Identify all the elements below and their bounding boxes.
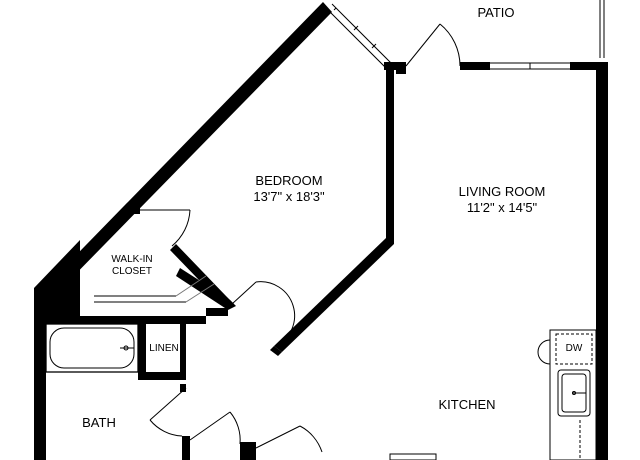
- closet-door[interactable]: [140, 209, 191, 247]
- hall-door-left[interactable]: [189, 411, 241, 445]
- living-room-window: [490, 62, 570, 70]
- bedroom-size: 13'7" x 18'3": [253, 189, 325, 204]
- exterior-wall-east: [596, 62, 608, 460]
- exterior-wall-diagonal: [46, 2, 332, 290]
- bathtub: [45, 323, 139, 373]
- wall-north-living-right: [570, 62, 608, 70]
- hall-door-right[interactable]: [255, 425, 323, 453]
- bath-wall-right-upper: [180, 384, 186, 392]
- dishwasher-label: DW: [566, 343, 583, 354]
- bath-label: BATH: [82, 415, 116, 430]
- linen-wall-left: [138, 324, 146, 372]
- wall-north-living-left: [460, 62, 490, 70]
- exterior-wall-left: [34, 288, 46, 460]
- bath-wall-right-lower: [182, 436, 190, 460]
- bedroom-window: [327, 3, 393, 69]
- bedroom-east-wall-diagonal: [274, 238, 394, 352]
- linen-label: LINEN: [149, 343, 178, 354]
- walk-in-closet-label-line2: CLOSET: [112, 266, 152, 277]
- linen-wall-right: [180, 324, 186, 380]
- patio-label: PATIO: [477, 5, 514, 20]
- closet-wall-bottom: [206, 308, 228, 316]
- closet-wall-top: [130, 206, 140, 214]
- wall-patio-corner: [384, 62, 406, 74]
- bedroom-label: BEDROOM: [255, 173, 322, 188]
- bedroom-south-wall-2: [270, 346, 282, 356]
- closet-shelf: [94, 275, 215, 303]
- patio-door[interactable]: [405, 23, 461, 67]
- kitchen-counter: [537, 329, 597, 460]
- kitchen-wall-stub: [240, 442, 256, 460]
- closet-wall-right-diag: [170, 244, 234, 308]
- kitchen-sink: [557, 369, 591, 417]
- bedroom-east-wall-upper: [384, 68, 394, 244]
- walk-in-closet-label-line1: WALK-IN: [111, 254, 152, 265]
- living-room-size: 11'2" x 14'5": [467, 200, 538, 215]
- linen-wall-bottom: [138, 372, 186, 380]
- bath-door[interactable]: [149, 387, 187, 437]
- range: [389, 453, 437, 460]
- kitchen-label: KITCHEN: [438, 397, 495, 412]
- bedroom-door[interactable]: [231, 281, 296, 347]
- living-room-label: LIVING ROOM: [459, 184, 546, 199]
- bath-wall-top: [46, 316, 206, 324]
